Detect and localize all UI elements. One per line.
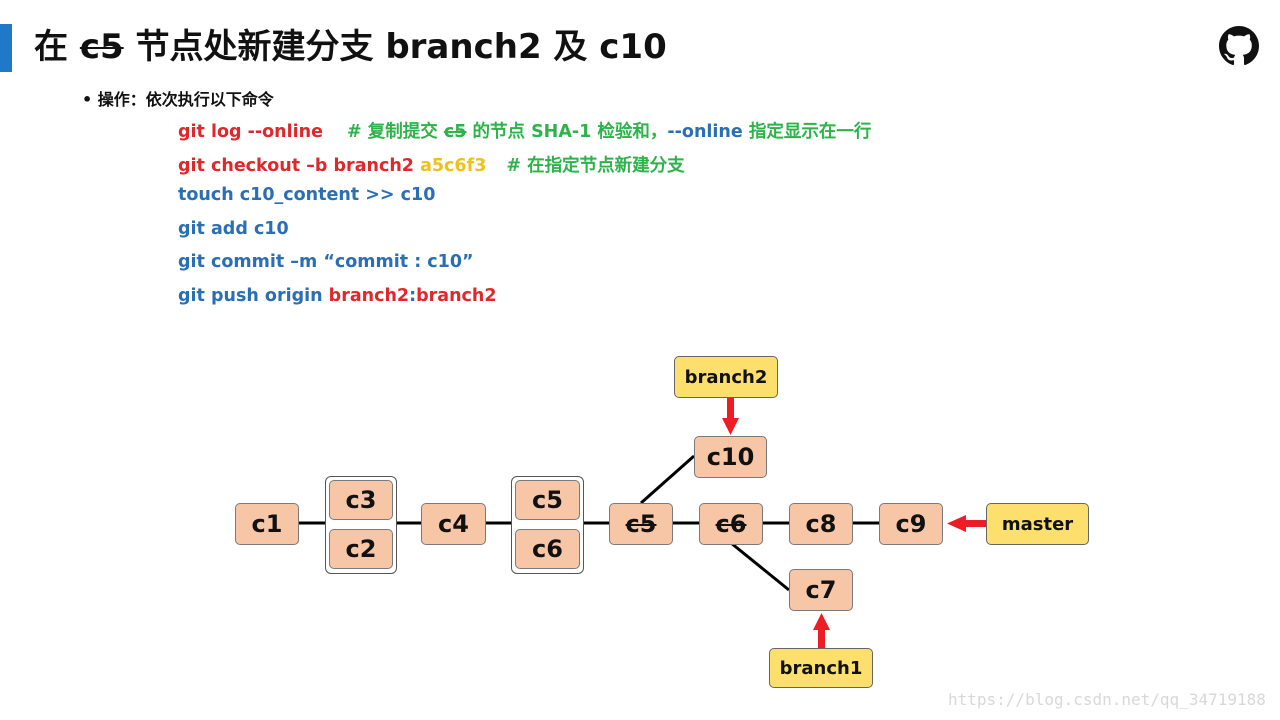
push-local-branch: branch2 [328, 286, 410, 306]
commit-c8: c8 [789, 503, 853, 545]
edge-c6-c7 [730, 541, 790, 592]
comment-part-1: # 复制提交 [346, 122, 444, 142]
command-line-6: git push origin branch2:branch2 [178, 286, 497, 306]
watermark: https://blog.csdn.net/qq_34719188 [948, 690, 1266, 709]
edge-c5-c10 [640, 454, 695, 505]
comment-online-flag: --online [667, 122, 743, 142]
push-colon: : [409, 286, 417, 306]
command-line-1: git log --online # 复制提交 c5 的节点 SHA-1 检验和，… [178, 118, 871, 143]
commit-c10: c10 [694, 436, 767, 478]
comment-part-3: 的节点 SHA-1 检验和， [466, 122, 668, 142]
comment-part-5: 指定显示在一行 [742, 122, 872, 142]
git-log-command: git log --online [178, 122, 323, 142]
commit-c5-group: c5 [515, 480, 580, 520]
arrow-branch2-shaft [727, 398, 734, 420]
arrow-branch1-head [813, 613, 830, 630]
master-label: master [986, 503, 1089, 545]
title-accent-bar [0, 24, 12, 72]
touch-command: touch c10_content >> c10 [178, 185, 436, 205]
commit-c7: c7 [789, 569, 853, 611]
operation-heading: • 操作：依次执行以下命令 [82, 90, 274, 109]
title-suffix: 节点处新建分支 branch2 及 c10 [123, 27, 667, 67]
commit-c9: c9 [879, 503, 943, 545]
arrow-branch1-shaft [818, 628, 825, 649]
git-push-command: git push origin [178, 286, 329, 306]
page-title: 在 c5 节点处新建分支 branch2 及 c10 [34, 22, 667, 72]
commit-c6-group: c6 [515, 529, 580, 569]
git-commit-command: git commit –m “commit : c10” [178, 252, 474, 272]
commit-c1: c1 [235, 503, 299, 545]
push-remote-branch: branch2 [416, 286, 497, 306]
github-icon[interactable] [1219, 26, 1259, 66]
commit-c2: c2 [329, 529, 393, 569]
git-add-command: git add c10 [178, 219, 289, 239]
git-checkout-command: git checkout –b branch2 [178, 156, 421, 176]
arrow-branch2-head [722, 418, 739, 435]
command-line-2: git checkout –b branch2 a5c6f3 # 在指定节点新建分… [178, 152, 685, 177]
title-struck-node: c5 [79, 27, 124, 67]
commit-c4: c4 [421, 503, 486, 545]
comment-struck-node: c5 [443, 122, 467, 142]
branch1-label: branch1 [769, 648, 873, 688]
title-prefix: 在 [34, 27, 80, 67]
branch2-label: branch2 [674, 356, 778, 398]
arrow-master-head [947, 515, 966, 532]
arrow-master-shaft [964, 520, 986, 527]
checkout-comment: # 在指定节点新建分支 [506, 156, 685, 176]
commit-c5: c5 [609, 503, 673, 545]
commit-c6: c6 [699, 503, 763, 545]
commit-c3: c3 [329, 480, 393, 520]
commit-hash: a5c6f3 [420, 156, 487, 176]
